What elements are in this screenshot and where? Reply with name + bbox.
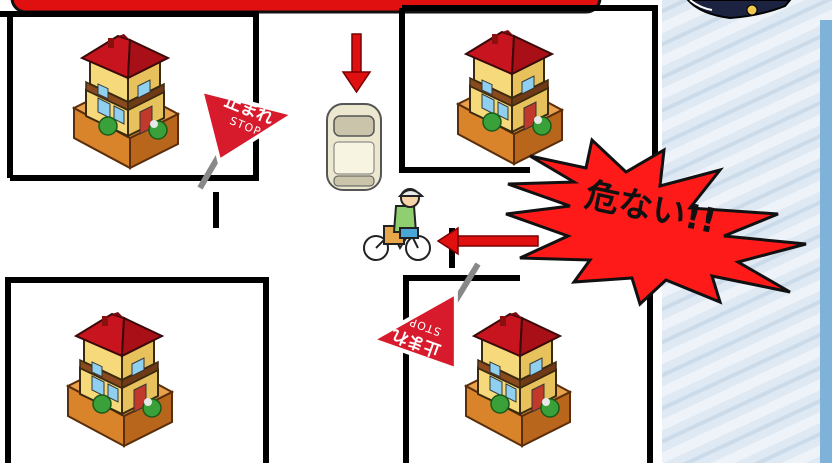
police-officer-peek [686,0,792,20]
arrow-icon [341,33,372,94]
arrow-icon [436,226,539,256]
stop-sign-icon: 止まれ STOP [367,262,481,373]
bicycle-rider-icon [363,188,431,261]
stop-sign-icon: 止まれ STOP [197,88,299,190]
warning-burst: 危ない!! [505,137,807,307]
car-icon [326,103,382,191]
